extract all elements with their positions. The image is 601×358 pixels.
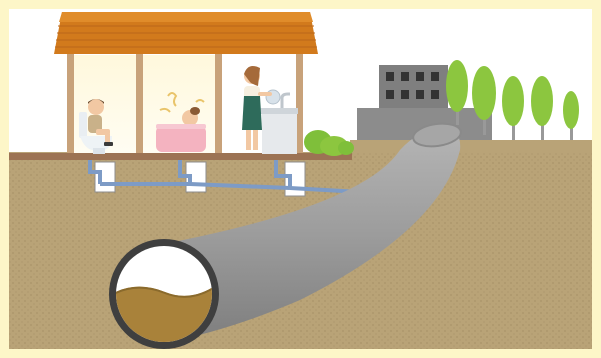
roof: [54, 12, 318, 54]
ground-surface: [350, 140, 592, 153]
